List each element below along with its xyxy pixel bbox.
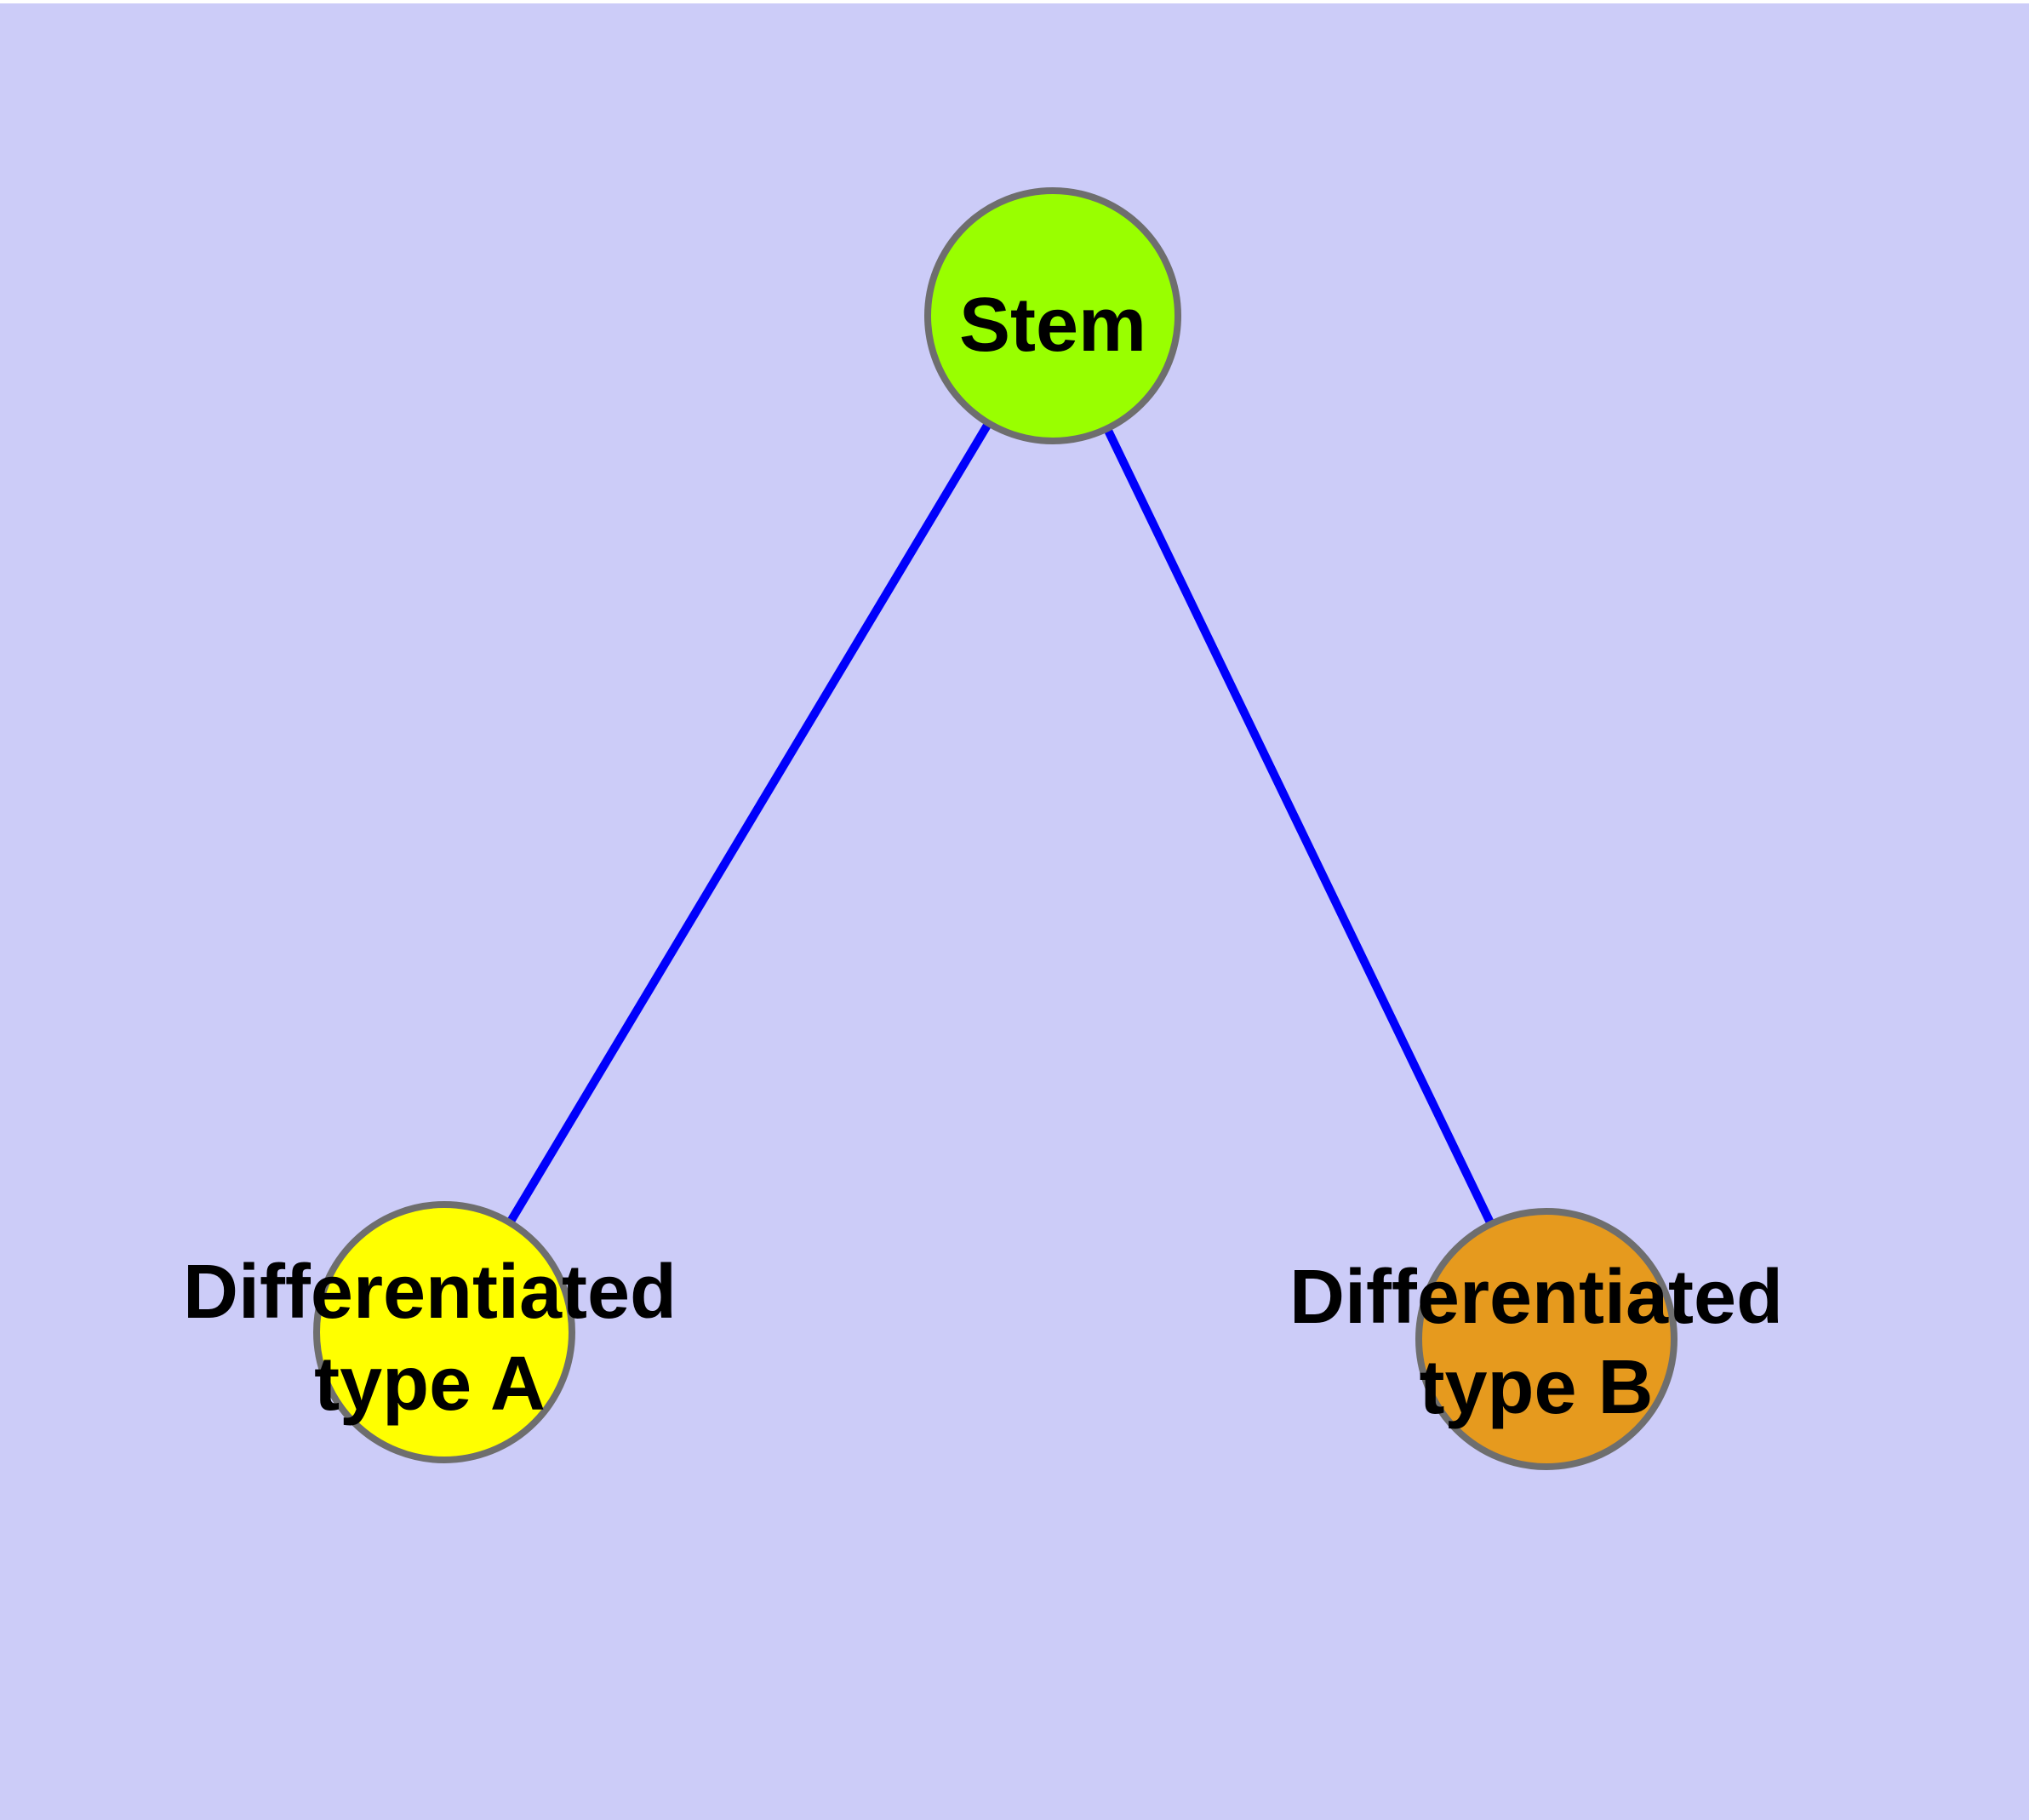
- node-type-a-circle: [313, 1201, 575, 1463]
- edge-stem-to-type-b: [1049, 313, 1551, 1342]
- node-type-a-label-line1: Differentiated: [183, 1250, 677, 1335]
- node-type-a-label-line2: type A: [314, 1342, 546, 1427]
- node-type-b-circle: [1415, 1208, 1677, 1470]
- node-stem-circle: [924, 187, 1181, 444]
- node-type-b-label-line2: type B: [1419, 1345, 1653, 1430]
- node-type-b-label-line1: Differentiated: [1289, 1255, 1783, 1340]
- node-type-a: Differentiated type A: [183, 1201, 677, 1463]
- edge-stem-to-type-a: [440, 313, 1057, 1335]
- edges: [440, 313, 1551, 1342]
- node-type-b: Differentiated type B: [1289, 1208, 1783, 1470]
- node-stem-label: Stem: [959, 283, 1146, 368]
- node-stem: Stem: [924, 187, 1181, 444]
